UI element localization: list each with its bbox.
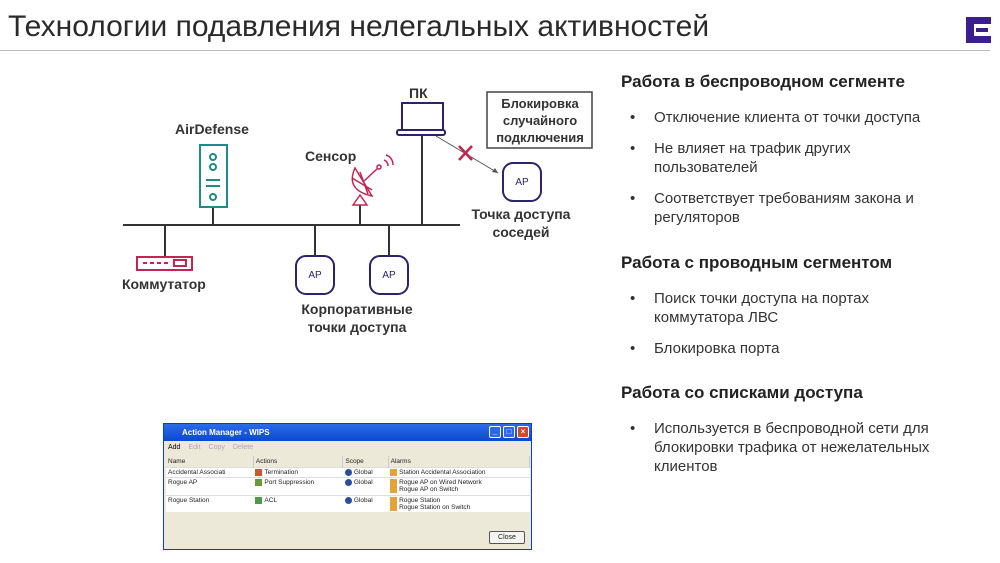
add-button[interactable]: Add [168, 444, 181, 451]
col-actions[interactable]: Actions [253, 456, 344, 468]
row-name: Accidental Associati [166, 466, 254, 478]
section-heading: Работа в беспроводном сегменте [621, 72, 905, 91]
bell-icon [390, 469, 398, 476]
corporate-aps-label: Корпоративные точки доступа [301, 301, 413, 335]
airdefense-server-icon [199, 144, 228, 208]
row-alarm: Rogue AP on Switch [399, 486, 459, 494]
slide-title: Технологии подавления нелегальных активн… [8, 10, 710, 43]
row-action: Termination [264, 469, 299, 477]
bullet: Поиск точки доступа на портах коммутатор… [630, 289, 930, 327]
delete-button[interactable]: Delete [232, 444, 254, 451]
row-alarm: Rogue Station on Switch [399, 504, 471, 512]
airdefense-label: AirDefense [175, 121, 249, 137]
blocked-x-icon [458, 145, 473, 161]
row-name: Rogue Station [166, 494, 254, 513]
minimize-button[interactable]: _ [489, 426, 501, 438]
table-row[interactable]: Accidental Associati Termination Global Sta… [166, 466, 530, 478]
bullet: Отключение клиента от точки доступа [630, 108, 990, 127]
bullet: Блокировка порта [630, 339, 990, 358]
block-callout-box [486, 91, 593, 149]
row-name: Rogue AP [166, 477, 254, 496]
bell-icon [390, 496, 398, 504]
bell-icon [390, 503, 398, 511]
action-manager-window: Action Manager - WIPS _ □ × Add Edit Cop… [163, 423, 532, 550]
globe-icon [344, 479, 352, 487]
row-action: Port Suppression [264, 479, 315, 487]
row-alarm: Rogue Station [399, 496, 441, 504]
row-alarm: Rogue AP on Wired Network [399, 479, 482, 487]
switch-label: Коммутатор [122, 276, 206, 292]
acl-icon [255, 496, 263, 504]
network-diagram [123, 91, 593, 271]
bullet: Соответствует требованиям закона и регул… [630, 189, 980, 227]
row-scope: Global [353, 479, 373, 487]
row-scope: Global [353, 496, 373, 504]
row-scope: Global [353, 469, 373, 477]
col-scope[interactable]: Scope [342, 456, 389, 468]
block-callout-text: Блокировка случайного подключения [496, 96, 584, 145]
window-titlebar[interactable]: Action Manager - WIPS _ □ × [164, 424, 531, 441]
bell-icon [390, 479, 398, 487]
bell-icon [390, 486, 398, 494]
corporate-ap-1: AP [295, 255, 335, 295]
close-window-button[interactable]: × [517, 426, 529, 438]
sensor-dish-icon [351, 154, 394, 206]
edit-button[interactable]: Edit [188, 444, 201, 451]
maximize-button[interactable]: □ [503, 426, 515, 438]
globe-icon [344, 496, 352, 504]
brand-logo-icon [963, 15, 993, 50]
copy-button[interactable]: Copy [208, 444, 225, 451]
window-title: Action Manager - WIPS [182, 428, 270, 437]
row-alarm: Station Accidental Association [399, 469, 486, 477]
sensor-label: Сенсор [305, 148, 357, 164]
pc-label: ПК [409, 85, 428, 101]
toolbar: Add Edit Copy Delete [164, 441, 531, 456]
globe-icon [344, 469, 352, 476]
row-action: ACL [264, 496, 278, 504]
section-heading: Работа с проводным сегментом [621, 253, 893, 272]
title-divider [0, 50, 990, 51]
laptop-icon [396, 102, 446, 136]
termination-icon [255, 469, 263, 476]
close-button[interactable]: Close [489, 531, 525, 544]
col-alarms[interactable]: Alarms [388, 456, 531, 468]
bullet: Используется в беспроводной сети для бло… [630, 419, 995, 476]
bullet: Не влияет на трафик других пользователей [630, 139, 910, 177]
switch-icon [136, 256, 193, 271]
section-heading: Работа со списками доступа [621, 383, 863, 402]
port-icon [255, 479, 263, 487]
neighbor-ap: AP [502, 162, 542, 202]
col-name[interactable]: Name [166, 456, 254, 468]
neighbor-ap-label: Точка доступа соседей [471, 206, 571, 240]
corporate-ap-2: AP [369, 255, 409, 295]
